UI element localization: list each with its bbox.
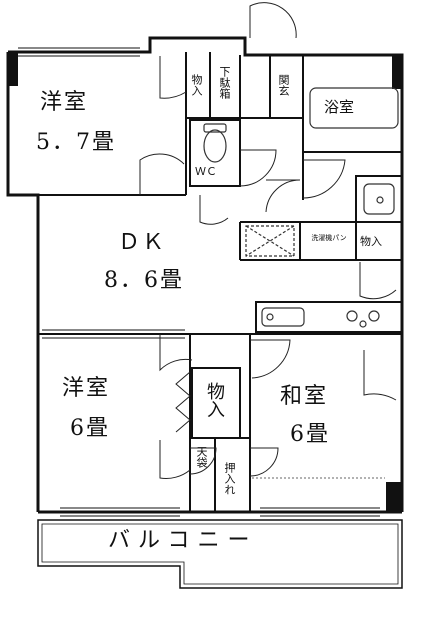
japanese-room-name: 和室 <box>280 384 329 409</box>
balcony-label: バルコニー <box>108 528 258 553</box>
western-room-1-size: 5．7畳 <box>36 130 116 155</box>
entrance-label: 関玄 <box>277 74 290 96</box>
storage-3-label: 物入 <box>204 382 225 418</box>
western-room-1-name: 洋室 <box>40 90 89 115</box>
oshiire-label: 押入れ <box>223 462 236 495</box>
shoe-box-label: 下駄箱 <box>218 66 231 99</box>
fixtures <box>203 87 399 328</box>
storage-1-label: 物入 <box>190 74 203 96</box>
wall-block-left <box>8 52 18 86</box>
laundry-pan-label: 洗濯機パン <box>311 234 347 242</box>
western-room-2-name: 洋室 <box>62 376 111 401</box>
stove-burner-icon <box>346 310 358 322</box>
dk-name: ＤＫ <box>118 230 167 255</box>
balcony-outline <box>37 519 403 589</box>
wc-label: ＷＣ <box>195 165 217 178</box>
balcony-inner <box>41 523 399 585</box>
interior-walls <box>8 52 403 512</box>
washer-pan-icon <box>245 225 295 257</box>
sink-icon <box>363 183 395 215</box>
windows <box>18 47 380 517</box>
storage-2-label: 物入 <box>360 235 382 248</box>
japanese-room-size: 6畳 <box>290 422 330 447</box>
wall-block-bottom-right <box>386 482 402 512</box>
wall-block-right <box>392 55 402 89</box>
toilet-icon <box>203 129 227 163</box>
kitchen-sink-icon <box>261 307 305 327</box>
bathtub-icon <box>309 87 399 129</box>
doors <box>139 2 397 479</box>
dk-size: 8．6畳 <box>104 268 184 293</box>
bath-label: 浴室 <box>324 98 355 116</box>
folding-door <box>175 371 191 433</box>
western-room-2-size: 6畳 <box>70 416 110 441</box>
tenbukuro-label: 天袋 <box>195 446 208 468</box>
